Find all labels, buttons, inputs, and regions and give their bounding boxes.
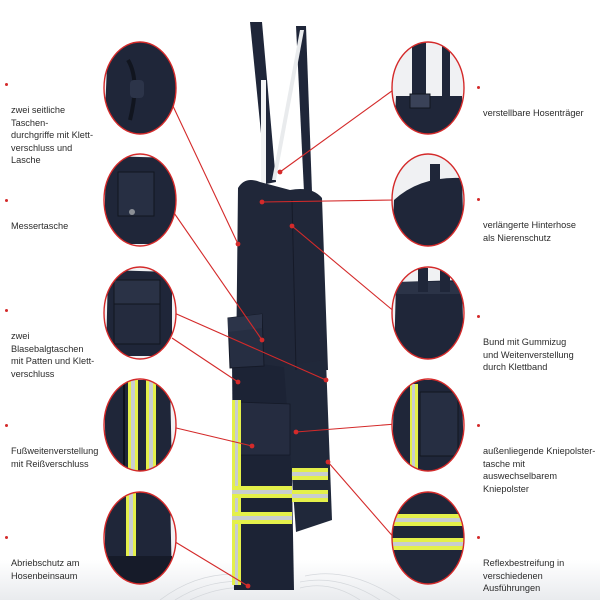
label-side-pocket-access: zwei seitliche Taschen- durchgriffe mit … — [5, 79, 103, 179]
label-text: außenliegende Kniepolster- tasche mit au… — [483, 446, 596, 494]
bullet-dot — [477, 86, 480, 89]
hem-abrasion-detail — [103, 491, 177, 585]
label-text: Fußweitenverstellung mit Reißverschluss — [11, 446, 99, 469]
knife-pocket-detail — [103, 153, 177, 247]
kidney-protection-detail — [391, 153, 465, 247]
label-text: Abriebschutz am Hosenbeinsaum — [11, 558, 80, 581]
waistband-detail — [391, 266, 465, 360]
label-leg-width-zipper: Fußweitenverstellung mit Reißverschluss — [5, 420, 103, 483]
bullet-dot — [5, 199, 8, 202]
callout-connector-lines — [171, 87, 397, 587]
callout-anchor-dots — [235, 169, 331, 589]
label-reflective-stripes: Reflexbestreifung in verschiedenen Ausfü… — [477, 532, 597, 600]
side-pocket-access-detail — [103, 41, 177, 135]
bellows-pocket-detail — [103, 266, 177, 360]
label-text: verlängerte Hinterhose als Nierenschutz — [483, 220, 576, 243]
main-trousers-illustration — [227, 22, 332, 590]
label-knife-pocket: Messertasche — [5, 195, 103, 245]
label-text: zwei seitliche Taschen- durchgriffe mit … — [11, 105, 94, 165]
label-text: Messertasche — [11, 221, 69, 231]
bullet-dot — [477, 198, 480, 201]
leg-zipper-detail — [103, 378, 177, 472]
label-hem-abrasion: Abriebschutz am Hosenbeinsaum — [5, 532, 103, 595]
reflective-stripe-detail — [391, 491, 465, 585]
label-kidney-protection: verlängerte Hinterhose als Nierenschutz — [477, 194, 597, 257]
label-text: Bund mit Gummizug und Weitenverstellung … — [483, 337, 574, 372]
bullet-dot — [477, 424, 480, 427]
bullet-dot — [5, 424, 8, 427]
label-knee-pad-pocket: außenliegende Kniepolster- tasche mit au… — [477, 420, 597, 508]
label-adjustable-suspenders: verstellbare Hosenträger — [477, 82, 597, 132]
floor-pattern — [0, 560, 600, 600]
bullet-dot — [5, 536, 8, 539]
suspender-detail — [391, 41, 465, 135]
label-text: Reflexbestreifung in verschiedenen Ausfü… — [483, 558, 565, 593]
label-bellows-pockets: zwei Blasebalgtaschen mit Patten und Kle… — [5, 305, 103, 393]
bullet-dot — [5, 309, 8, 312]
bullet-dot — [5, 83, 8, 86]
label-waistband: Bund mit Gummizug und Weitenverstellung … — [477, 311, 597, 386]
knee-pad-pocket-detail — [391, 378, 465, 472]
right-suspender-strap — [296, 26, 312, 192]
bullet-dot — [477, 536, 480, 539]
label-text: zwei Blasebalgtaschen mit Patten und Kle… — [11, 331, 95, 379]
bullet-dot — [477, 315, 480, 318]
label-text: verstellbare Hosenträger — [483, 108, 584, 118]
